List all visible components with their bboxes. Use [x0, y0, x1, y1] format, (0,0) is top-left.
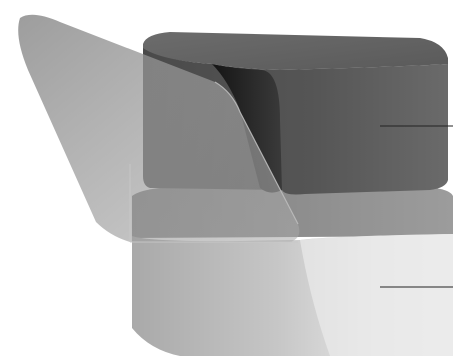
blocks-illustration — [0, 0, 453, 356]
